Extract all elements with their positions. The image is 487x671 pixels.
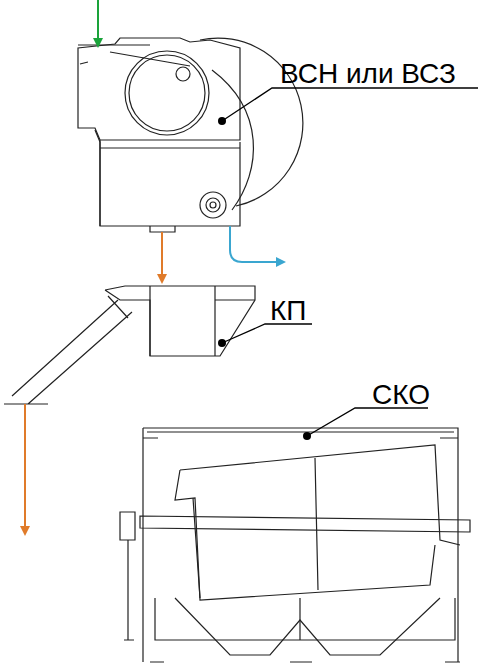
separator-vsn — [78, 38, 303, 232]
flow-arrow — [161, 232, 163, 282]
input-arrow — [97, 0, 99, 46]
leader-line — [222, 88, 478, 436]
hopper-kp — [4, 286, 255, 404]
leader-dot — [218, 117, 311, 440]
callout-label: КП — [270, 297, 306, 325]
callout-label: СКО — [372, 381, 430, 409]
flow-arrow — [24, 404, 26, 534]
output-arrow — [230, 226, 284, 262]
callout-label: ВСН или ВСЗ — [280, 60, 456, 88]
drum-screen-sko — [120, 428, 470, 662]
